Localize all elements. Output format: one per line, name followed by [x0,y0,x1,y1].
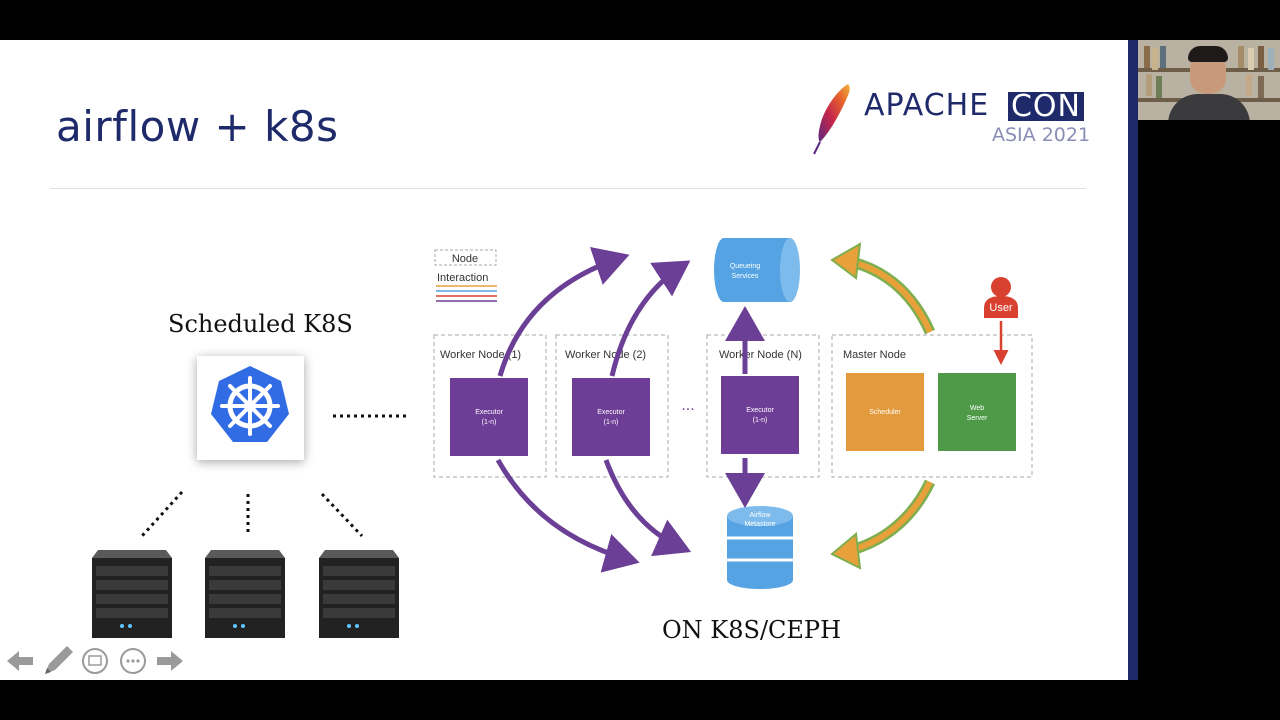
legend-node-label: Node [452,253,478,265]
metastore-label: Metastore [744,521,775,528]
worker-node-n-label: Worker Node (N) [719,349,802,361]
executor-label: Executor [475,409,503,416]
slide-sorter-button[interactable] [80,643,110,679]
master-to-queue-arrow [830,242,936,335]
master-node-label: Master Node [843,349,906,361]
on-k8s-ceph-label: ON K8S/CEPH [662,616,841,644]
queue-label: Queueing [730,263,760,270]
webserver-label: Web [970,405,984,412]
slide-title: airflow + k8s [56,102,339,151]
legend-interaction-label: Interaction [437,272,488,284]
presenter-hair [1188,46,1228,62]
server-icon [319,550,399,638]
next-slide-button[interactable] [154,643,186,679]
webcam-video-feed [1138,40,1280,120]
worker2-to-queue-arrow [609,260,691,377]
scheduled-k8s-label: Scheduled K8S [168,310,353,338]
slides-icon [82,648,108,674]
previous-slide-button[interactable] [4,643,36,679]
more-icon [120,648,146,674]
con-wordmark: CON [1008,92,1084,122]
master-to-metastore-arrow [830,479,935,570]
apache-wordmark: APACHE [864,88,990,123]
webserver-label: Server [967,415,988,422]
server-icon [92,550,172,638]
executor-label: Executor [746,407,774,414]
scheduler-box [846,373,924,451]
presenter-body [1168,94,1250,120]
presentation-slide: airflow + k8s APACHE CON ASIA 2021 Sched… [0,40,1128,680]
previous-icon [7,651,33,671]
worker-ellipsis: ... [681,397,694,414]
worker-node-1-box [433,334,547,478]
metastore-database-icon [727,506,793,589]
server-connector [140,490,184,538]
executor-range: (1-n) [482,419,497,426]
user-label: User [989,302,1013,314]
worker2-to-metastore-arrow [603,459,692,557]
more-options-button[interactable] [118,643,148,679]
executor-box [450,378,528,456]
kubernetes-logo [197,356,304,460]
pen-icon [45,646,73,674]
metastore-label: Airflow [749,512,771,519]
queue-label: Services [732,273,759,280]
webserver-box [938,373,1016,451]
executor-range: (1-n) [604,419,619,426]
worker-node-2-label: Worker Node (2) [565,349,646,361]
server-icon [205,550,285,638]
worker1-to-queue-arrow [497,247,630,377]
user-body-icon [984,296,1018,318]
executor-box [721,376,799,454]
executor-box [572,378,650,456]
master-node-box [831,334,1033,478]
worker-node-1-label: Worker Node (1) [440,349,521,361]
executor-label: Executor [597,409,625,416]
apache-feather-icon [813,84,850,155]
pen-tool-button[interactable] [40,643,76,679]
event-subtitle: ASIA 2021 [992,124,1091,146]
worker1-to-metastore-arrow [495,458,640,573]
next-icon [157,651,183,671]
kubernetes-helm-icon [211,366,289,442]
slide-border [1128,40,1138,680]
legend-node-swatch [434,249,497,266]
scheduler-label: Scheduler [869,409,901,416]
title-divider [50,188,1086,189]
queueing-services-icon [714,238,800,302]
executor-range: (1-n) [753,417,768,424]
architecture-diagram: Node Interaction Worker Node (1) Worker … [140,238,1033,589]
server-connector [320,492,364,538]
user-head-icon [991,277,1011,297]
